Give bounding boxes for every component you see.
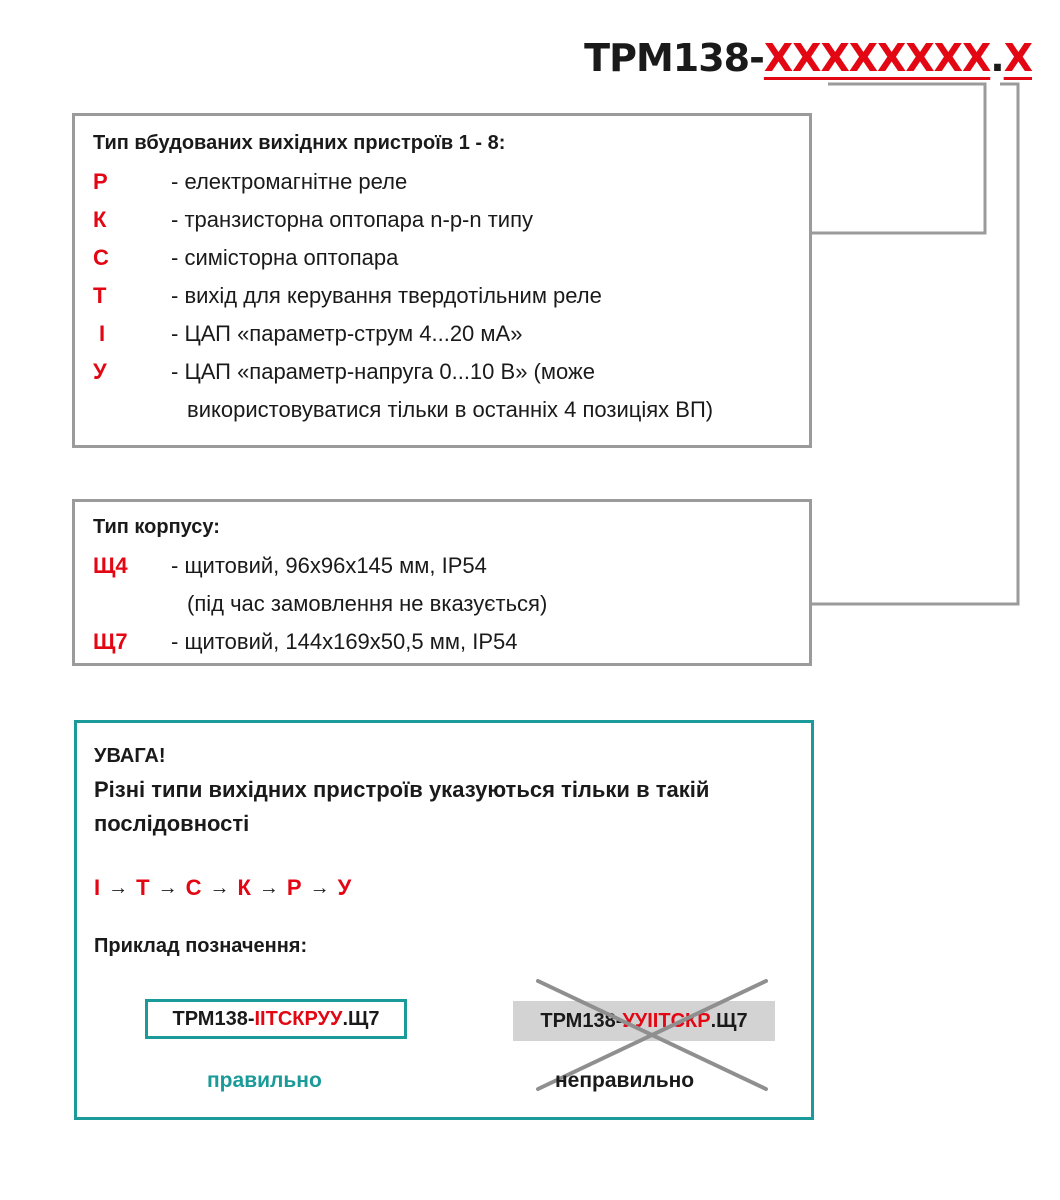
output-item: К - транзисторна оптопара n-p-n типу [93, 201, 791, 239]
output-item: Т - вихід для керування твердотільним ре… [93, 277, 791, 315]
output-code: Т [93, 283, 107, 308]
output-sequence: І → Т → С → К → Р → У [94, 875, 794, 901]
code-outputs-placeholder: XXXXXXXX [763, 36, 991, 80]
output-desc: - вихід для керування твердотільним реле [171, 283, 602, 308]
wrong-example-suffix: .Щ7 [710, 1009, 748, 1032]
wrong-label: неправильно [555, 1069, 695, 1092]
correct-example: ТРМ138-ІІТСКРУУ.Щ7 [145, 999, 407, 1039]
arrow-right-icon: → [258, 876, 279, 899]
housing-desc: - щитовий, 144х169х50,5 мм, IP54 [171, 629, 518, 654]
example-label: Приклад позначення: [94, 935, 308, 957]
warning-box: УВАГА! Різні типи вихідних пристроїв ука… [74, 720, 814, 1120]
warning-title: УВАГА! [94, 745, 166, 767]
output-desc: - електромагнітне реле [171, 169, 408, 194]
housing-item: Щ4 - щитовий, 96х96х145 мм, IP54 [93, 547, 791, 585]
output-desc: - ЦАП «параметр-напруга 0...10 В» (може [171, 359, 595, 384]
correct-example-code: ІІТСКРУУ [254, 1007, 343, 1030]
sequence-item: Р [286, 875, 302, 900]
device-code-title: ТРМ138-XXXXXXXX.X [584, 36, 1033, 80]
correct-label: правильно [207, 1069, 322, 1092]
sequence-item: К [237, 875, 251, 900]
output-desc-continuation: використовуватися тільки в останніх 4 по… [187, 397, 714, 422]
housing-item: Щ7 - щитовий, 144х169х50,5 мм, IP54 [93, 623, 791, 661]
wrong-example: ТРМ138-УУІІТСКР.Щ7 [513, 1001, 775, 1041]
output-desc: - симісторна оптопара [171, 245, 399, 270]
wrong-example-code: УУІІТСКР [622, 1009, 711, 1032]
output-code: І [99, 321, 106, 346]
sequence-item: С [185, 875, 202, 900]
correct-example-prefix: ТРМ138- [172, 1007, 255, 1030]
output-devices-box: Тип вбудованих вихідних пристроїв 1 - 8:… [72, 113, 812, 448]
output-item: С - симісторна оптопара [93, 239, 791, 277]
housing-code: Щ7 [93, 629, 128, 654]
arrow-right-icon: → [209, 876, 230, 899]
arrow-right-icon: → [108, 876, 129, 899]
housing-code: Щ4 [93, 553, 128, 578]
warning-text: Різні типи вихідних пристроїв указуються… [94, 777, 710, 836]
sequence-item: Т [136, 875, 150, 900]
output-item: У - ЦАП «параметр-напруга 0...10 В» (мож… [93, 353, 791, 391]
arrow-right-icon: → [157, 876, 178, 899]
output-item: Р - електромагнітне реле [93, 163, 791, 201]
output-desc: - ЦАП «параметр-струм 4...20 мА» [171, 321, 523, 346]
output-code: С [93, 245, 109, 270]
code-prefix: ТРМ138- [584, 36, 765, 80]
correct-example-suffix: .Щ7 [342, 1007, 380, 1030]
code-housing-placeholder: X [1003, 36, 1033, 80]
housing-desc: - щитовий, 96х96х145 мм, IP54 [171, 553, 487, 578]
sequence-item: У [337, 875, 352, 900]
output-devices-heading: Тип вбудованих вихідних пристроїв 1 - 8: [93, 132, 506, 154]
sequence-item: І [94, 875, 101, 900]
output-code: У [93, 359, 107, 384]
housing-type-box: Тип корпусу: Щ4 - щитовий, 96х96х145 мм,… [72, 499, 812, 666]
code-dot: . [990, 36, 1004, 80]
housing-heading: Тип корпусу: [93, 516, 220, 538]
housing-desc-continuation: (під час замовлення не вказується) [187, 591, 548, 616]
wrong-example-prefix: ТРМ138- [540, 1009, 623, 1032]
output-code: Р [93, 169, 108, 194]
cross-out-icon [536, 979, 768, 1091]
arrow-right-icon: → [309, 876, 330, 899]
output-item: І - ЦАП «параметр-струм 4...20 мА» [93, 315, 791, 353]
output-desc: - транзисторна оптопара n-p-n типу [171, 207, 534, 232]
output-code: К [93, 207, 107, 232]
